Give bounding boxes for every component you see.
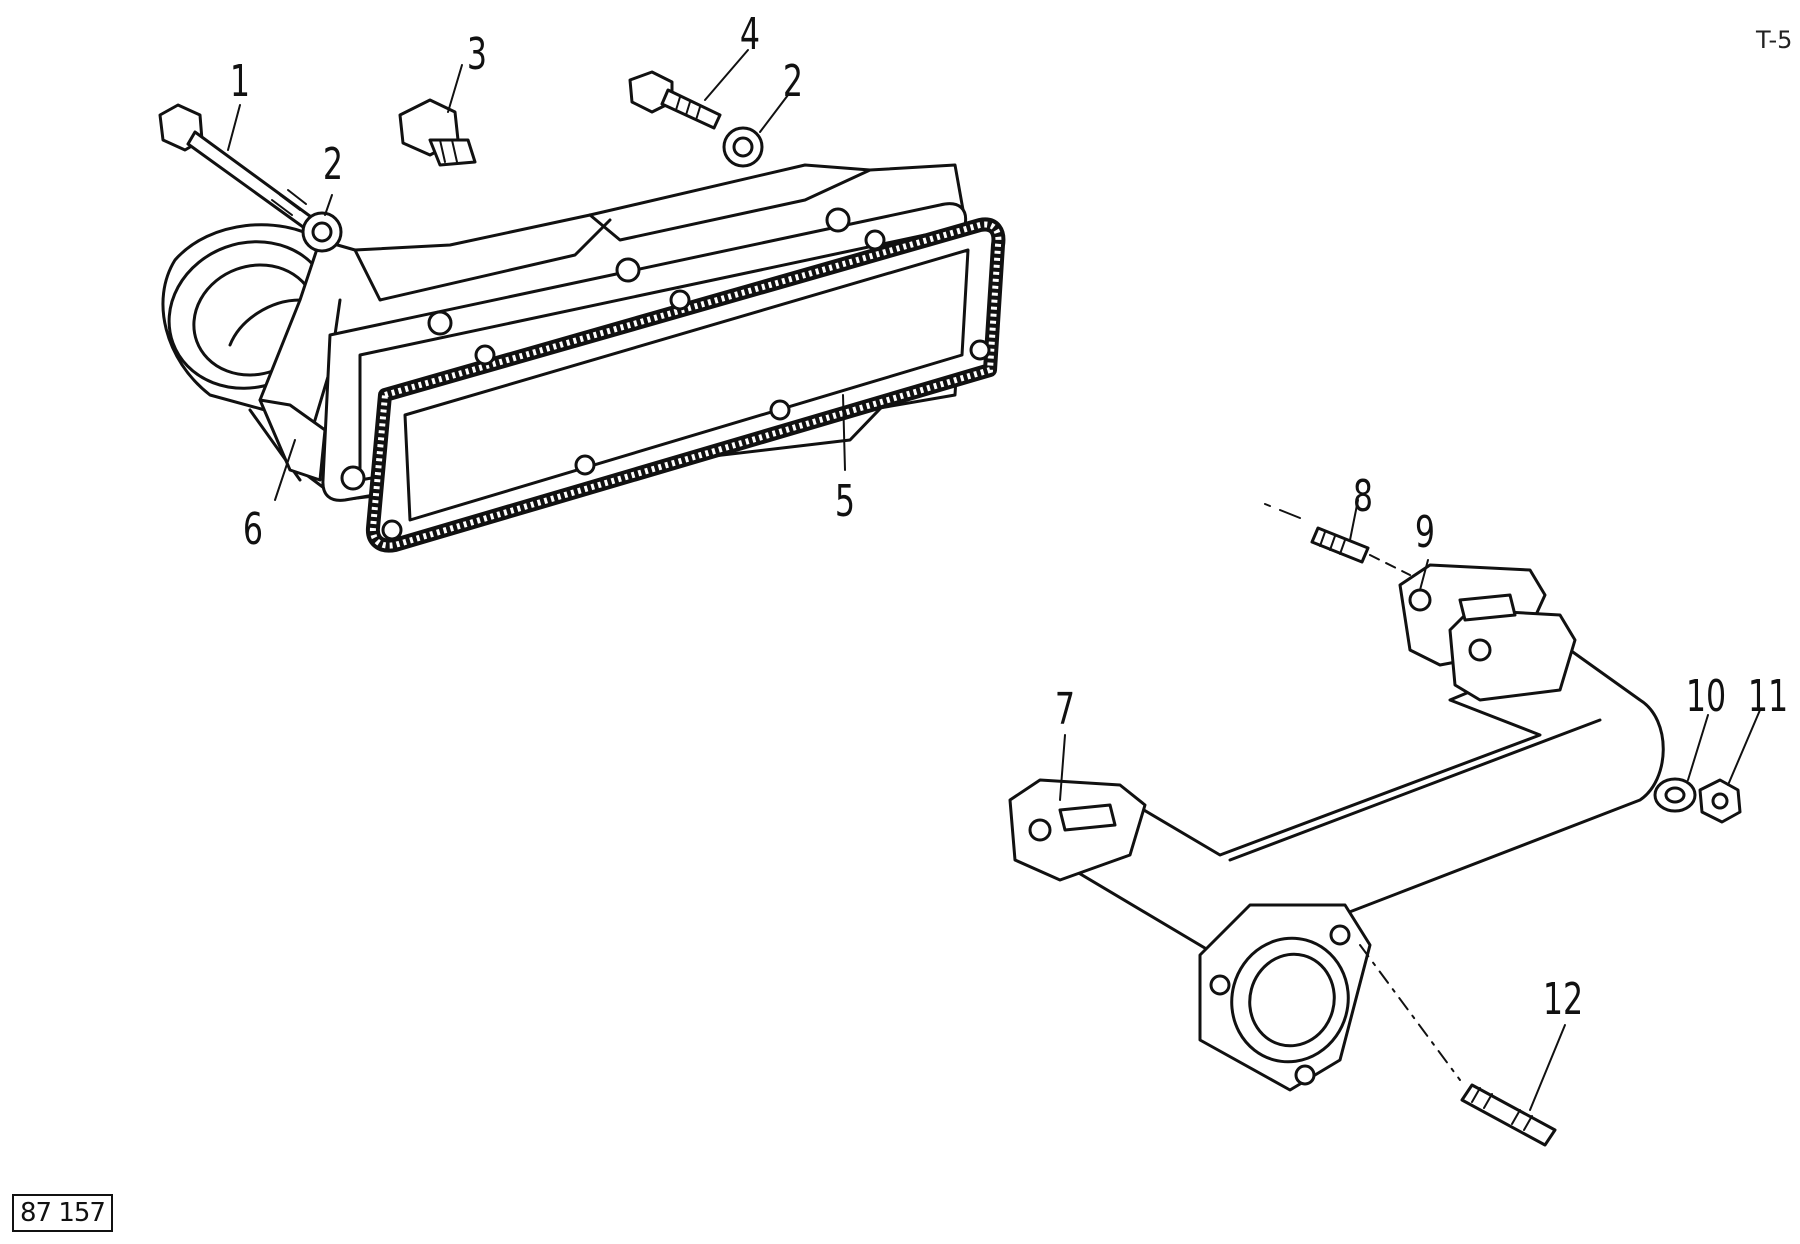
callout-11: 11	[1747, 671, 1789, 722]
callout-7: 7	[1054, 684, 1076, 735]
nut-part-11	[1698, 778, 1742, 824]
leader-lines	[227, 49, 1761, 1111]
callout-1: 1	[229, 56, 251, 107]
callout-4: 4	[739, 9, 761, 60]
callout-5: 5	[834, 476, 856, 527]
callout-12: 12	[1542, 974, 1584, 1025]
callout-6: 6	[242, 504, 264, 555]
callout-9: 9	[1414, 507, 1436, 558]
washer-part-2-left	[301, 211, 343, 253]
callout-2-left: 2	[322, 139, 344, 190]
stud-part-8	[1264, 503, 1411, 576]
washer-part-10	[1653, 777, 1697, 813]
washer-part-2-right	[722, 126, 764, 168]
callout-2-right: 2	[782, 56, 804, 107]
page-code: T-5	[1756, 26, 1793, 54]
callout-10: 10	[1685, 671, 1727, 722]
long-bolt-part-1	[158, 103, 320, 234]
gasket-part-5	[365, 217, 1006, 553]
drawing-number: 87 157	[12, 1194, 113, 1232]
plug-part-3	[398, 98, 477, 167]
stud-part-12	[1359, 944, 1557, 1147]
callout-8: 8	[1352, 471, 1374, 522]
callout-3: 3	[466, 29, 488, 80]
manifold-pipe-part-7	[1008, 563, 1665, 1092]
short-bolt-part-4	[628, 70, 722, 130]
